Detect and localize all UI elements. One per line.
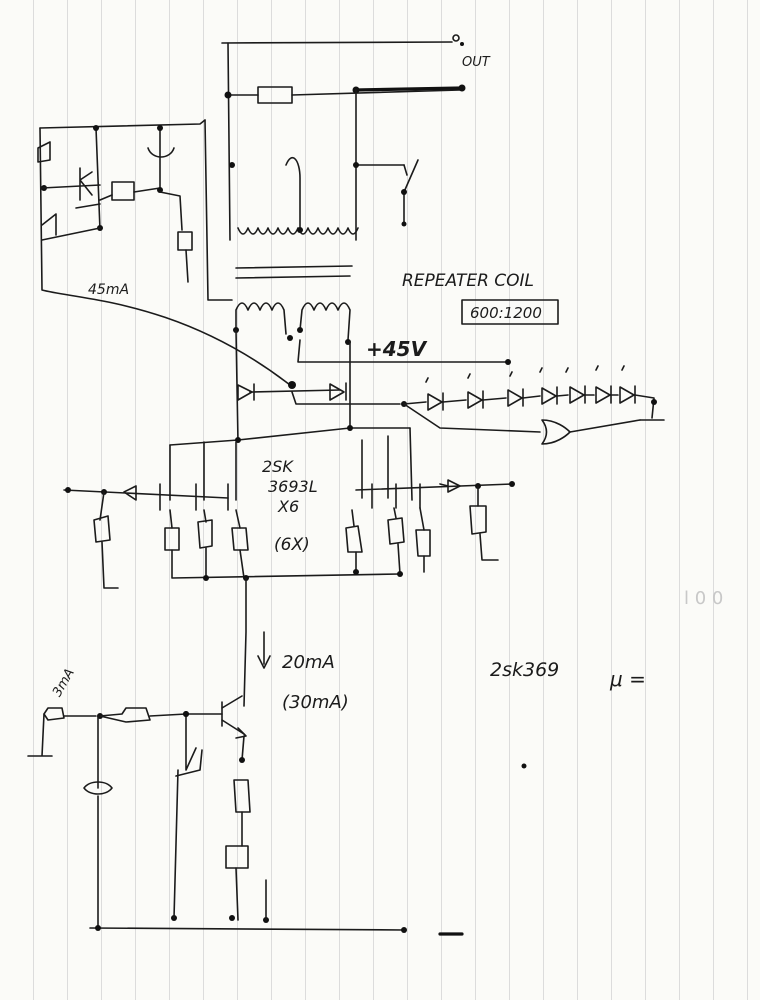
- repeater-coil-primary: [233, 302, 511, 443]
- mid-current-alt-label: (30mA): [282, 692, 349, 713]
- mosfet-part-line1: 2SK: [262, 457, 294, 476]
- mosfet-part-line2: 3693L: [268, 477, 318, 496]
- low-current-label: 3mA: [50, 666, 78, 699]
- output-resistor: [257, 86, 293, 104]
- output-section: [204, 34, 466, 301]
- bias-resistor: [37, 141, 51, 163]
- bias-diode-box: [111, 181, 135, 201]
- part-note-label: 2sk369: [490, 659, 559, 681]
- mosfet-part-line3: X6: [277, 497, 299, 516]
- repeater-coil-label: REPEATER COIL: [402, 271, 534, 291]
- diode-string: [403, 365, 665, 445]
- mosfet-array-right: [345, 427, 515, 577]
- coil-ratio-label: 600:1200: [470, 304, 542, 322]
- current-source: [27, 577, 464, 936]
- coil-ratio-box: [461, 299, 559, 325]
- bias-circuit: [37, 119, 291, 386]
- mosfet-quantity-label: (6X): [274, 535, 310, 555]
- mosfet-array-left: [63, 425, 411, 589]
- top-current-label: 45mA: [88, 282, 129, 298]
- mu-note-label: μ =: [609, 667, 646, 691]
- margin-scribble: l 0 0: [684, 588, 723, 609]
- out-label: OUT: [462, 55, 491, 70]
- protection-diodes: [237, 381, 407, 407]
- supply-voltage-label: +45V: [366, 337, 428, 361]
- mid-current-label: 20mA: [282, 652, 335, 673]
- current-sense-resistor: [225, 845, 249, 869]
